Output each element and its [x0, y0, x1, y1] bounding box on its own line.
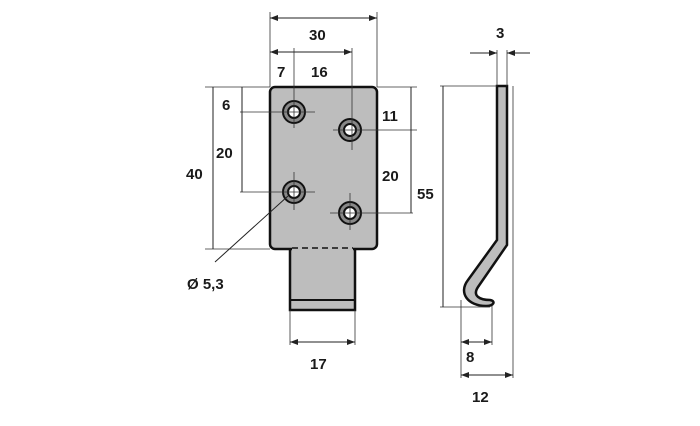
profile [462, 84, 509, 308]
dim-hole-diameter: Ø 5,3 [187, 276, 224, 293]
dim-hole-offset-top: 6 [222, 97, 230, 114]
dim-hole-spacing-right: 20 [382, 168, 399, 185]
dimension-labels: 30 7 16 6 20 40 Ø 5,3 11 20 55 3 17 8 12 [186, 25, 504, 406]
dim-hole-offset-x: 7 [277, 64, 285, 81]
side-view [462, 84, 509, 308]
dim-thickness: 3 [496, 25, 504, 42]
dim-total-height: 55 [417, 186, 434, 203]
dim-plate-height: 40 [186, 166, 203, 183]
dim-hole-spacing-x: 16 [311, 64, 328, 81]
dim-tab-width: 17 [310, 356, 327, 373]
dim-hook-depth: 8 [466, 349, 474, 366]
dim-hole-offset-top-right: 11 [382, 108, 398, 125]
dim-profile-depth: 12 [472, 389, 489, 406]
dimension-lines [205, 12, 530, 378]
dim-width-total: 30 [309, 27, 326, 44]
dim-hole-spacing-left: 20 [216, 145, 233, 162]
diameter-leader [214, 195, 289, 263]
front-view [240, 48, 417, 312]
